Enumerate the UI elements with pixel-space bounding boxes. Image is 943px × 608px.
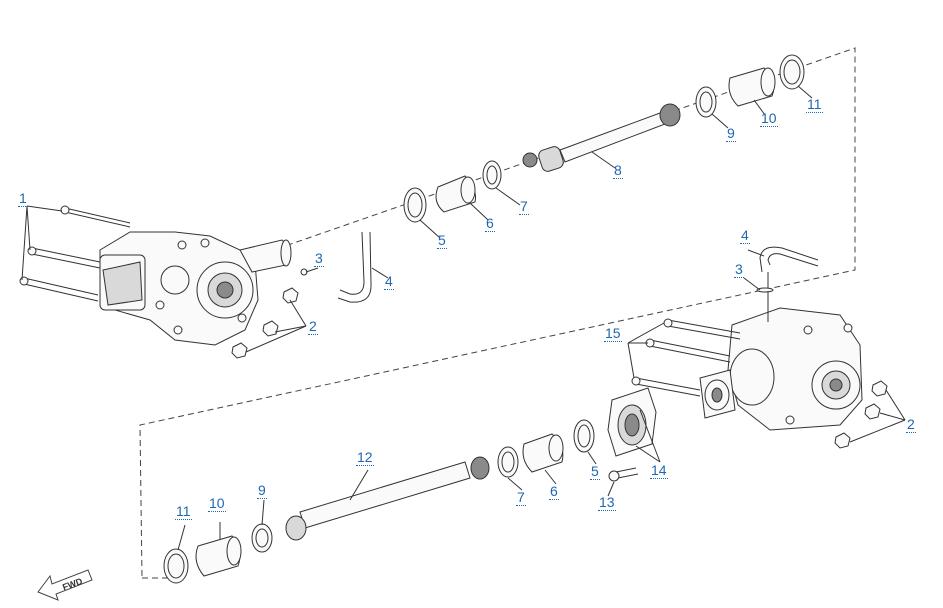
callout-5[interactable]: 5 bbox=[437, 232, 447, 249]
nuts-2-rear bbox=[834, 380, 888, 449]
callout-14[interactable]: 14 bbox=[650, 462, 668, 479]
callout-10-rear[interactable]: 10 bbox=[208, 495, 226, 512]
callout-1[interactable]: 1 bbox=[18, 190, 28, 207]
callout-11[interactable]: 11 bbox=[806, 96, 823, 113]
callout-12[interactable]: 12 bbox=[356, 449, 374, 466]
callout-7[interactable]: 7 bbox=[519, 198, 529, 215]
callout-7-rear[interactable]: 7 bbox=[516, 489, 526, 506]
callout-9-rear[interactable]: 9 bbox=[257, 482, 267, 499]
callout-10[interactable]: 10 bbox=[760, 110, 778, 127]
forward-arrow-icon: FWD bbox=[37, 569, 93, 601]
front-differential bbox=[99, 231, 292, 346]
callout-11-rear[interactable]: 11 bbox=[175, 503, 192, 520]
front-shaft-parts bbox=[403, 54, 805, 223]
callout-5-rear[interactable]: 5 bbox=[590, 463, 600, 480]
callout-9[interactable]: 9 bbox=[726, 125, 736, 142]
bolts-15 bbox=[631, 318, 741, 397]
callout-3[interactable]: 3 bbox=[314, 250, 324, 267]
callout-6-rear[interactable]: 6 bbox=[549, 483, 559, 500]
hose-front bbox=[300, 231, 372, 303]
callout-8[interactable]: 8 bbox=[613, 162, 623, 179]
callout-13[interactable]: 13 bbox=[598, 494, 616, 511]
rear-shaft-parts bbox=[163, 387, 657, 584]
callout-3-rear[interactable]: 3 bbox=[734, 261, 744, 278]
callout-4-rear[interactable]: 4 bbox=[740, 227, 750, 244]
callout-6[interactable]: 6 bbox=[485, 215, 495, 232]
fwd-label: FWD bbox=[61, 576, 84, 593]
callout-2-rear[interactable]: 2 bbox=[906, 416, 916, 433]
leader-lines bbox=[21, 85, 906, 551]
nuts-2-front bbox=[231, 287, 299, 359]
callout-4[interactable]: 4 bbox=[384, 273, 394, 290]
hose-rear bbox=[756, 246, 819, 322]
rear-differential bbox=[699, 307, 863, 431]
callout-2[interactable]: 2 bbox=[308, 318, 318, 335]
callout-15[interactable]: 15 bbox=[604, 325, 622, 342]
